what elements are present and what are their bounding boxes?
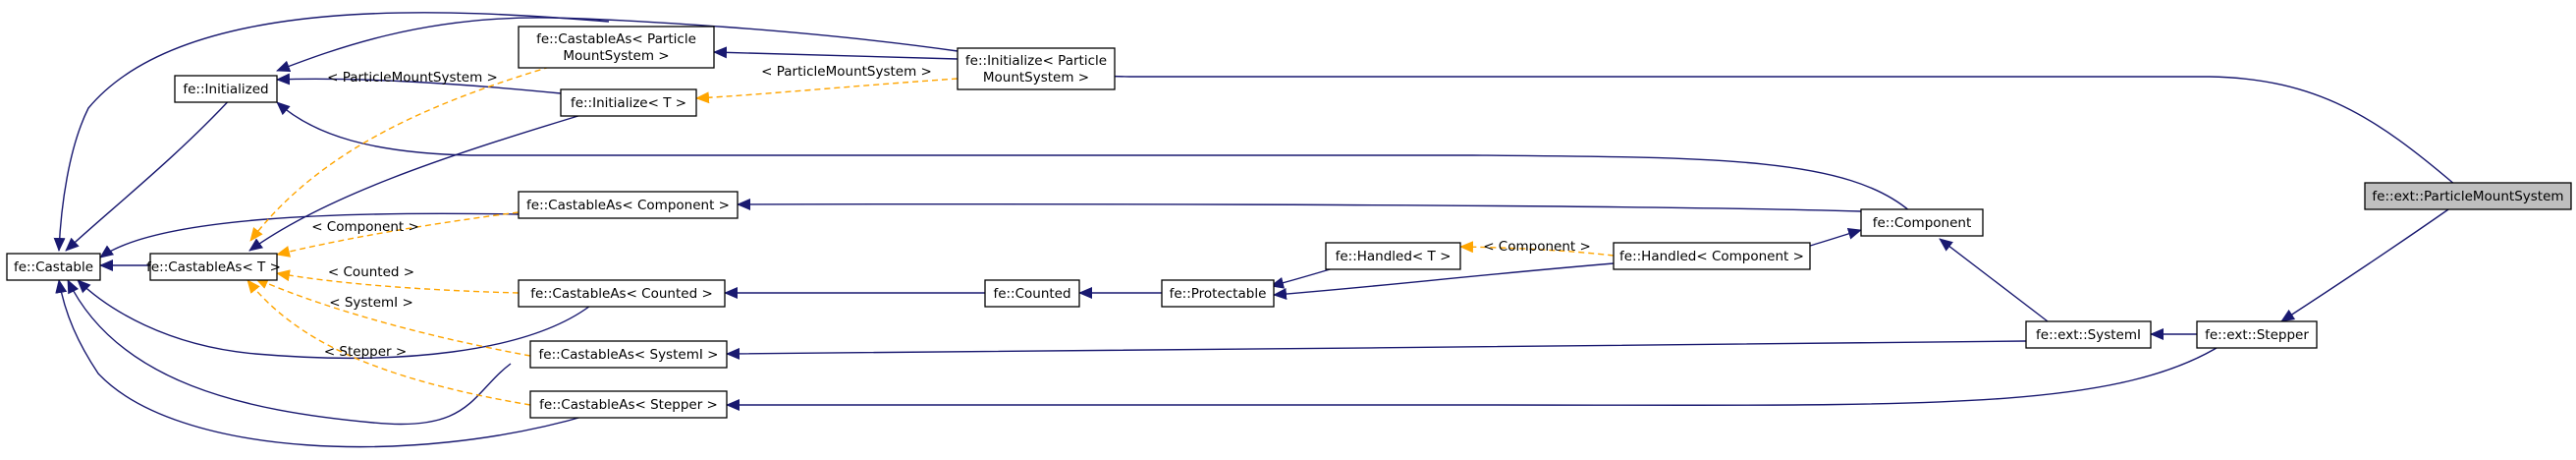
template-edges [247,66,1615,406]
edge-component-initialized [276,101,1911,212]
svg-text:fe::Component: fe::Component [1873,215,1972,231]
svg-text:fe::Counted: fe::Counted [993,286,1070,302]
node-initialized[interactable]: fe::Initialized [174,75,278,103]
edge-handled-component-component [1809,227,1862,247]
svg-text:fe::CastableAs< Counted >: fe::CastableAs< Counted > [530,286,713,302]
svg-text:fe::ext::SystemI: fe::ext::SystemI [2036,327,2141,343]
svg-text:fe::CastableAs< Particle: fe::CastableAs< Particle [536,31,696,47]
edge-initialize-t-initialized [276,73,562,94]
svg-text:fe::CastableAs< T >: fe::CastableAs< T > [146,259,281,275]
svg-text:fe::Protectable: fe::Protectable [1170,286,1267,302]
node-castable-counted[interactable]: fe::CastableAs< Counted > [518,279,726,308]
edge-initialize-t-castable-t [248,114,582,252]
edge-castable-component-castable [99,212,520,259]
svg-text:MountSystem >: MountSystem > [983,70,1089,86]
node-castable-stepper[interactable]: fe::CastableAs< Stepper > [529,390,728,419]
edge-stepper-castable-stepper [726,344,2222,411]
edge-castable-pms-castable [53,12,610,252]
node-handled-t[interactable]: fe::Handled< T > [1325,242,1461,270]
edge-component-castable-component [737,198,1862,212]
edge-handled-component-protectable [1273,262,1615,300]
edge-castable-stepper-castable [55,279,590,448]
edge-castable-systemi-castable [67,279,512,426]
edge-pms-stepper [2280,206,2452,322]
tedge-counted-castable-t [276,269,520,294]
edge-systemi-component [1939,238,2049,322]
svg-text:fe::Handled< Component >: fe::Handled< Component > [1619,249,1804,264]
svg-text:fe::CastableAs< SystemI >: fe::CastableAs< SystemI > [539,347,719,363]
node-handled-component[interactable]: fe::Handled< Component > [1613,242,1811,270]
node-castable-component[interactable]: fe::CastableAs< Component > [518,191,739,219]
node-initialize-pms[interactable]: fe::Initialize< Particle MountSystem > [957,47,1116,90]
tedge-systemi-castable-t [254,277,531,357]
svg-text:fe::ext::Stepper: fe::ext::Stepper [2205,327,2309,343]
edge-label-handled-component: < Component > [1483,239,1591,255]
svg-text:fe::Castable: fe::Castable [14,259,93,275]
inheritance-edges [53,12,2456,448]
node-castable-systemi[interactable]: fe::CastableAs< SystemI > [529,340,728,369]
svg-text:fe::CastableAs< Stepper >: fe::CastableAs< Stepper > [539,397,718,413]
edge-systemi-castable-systemi [726,340,2027,360]
svg-text:fe::Initialize< Particle: fe::Initialize< Particle [965,53,1107,69]
edge-label-stepper: < Stepper > [324,344,407,360]
edge-pms-initialize-pms [1033,66,2456,186]
svg-text:fe::CastableAs< Component >: fe::CastableAs< Component > [526,198,730,213]
edge-label-pms-initialize: < ParticleMountSystem > [761,64,932,80]
edge-label-counted: < Counted > [328,264,414,280]
node-systemi[interactable]: fe::ext::SystemI [2025,320,2152,349]
tedge-component-castable-t [276,211,520,258]
node-castable-t[interactable]: fe::CastableAs< T > [146,253,281,281]
node-counted[interactable]: fe::Counted [984,279,1080,308]
node-protectable[interactable]: fe::Protectable [1161,279,1275,308]
tedge-pms-initialize-t [695,78,959,104]
svg-text:MountSystem >: MountSystem > [563,48,669,64]
svg-text:fe::Initialize< T >: fe::Initialize< T > [571,95,686,111]
tedge-pms-castable-t [249,66,551,242]
node-castable-pms[interactable]: fe::CastableAs< Particle MountSystem > [518,26,715,69]
node-castable[interactable]: fe::Castable [6,253,101,281]
node-particle-mount-system[interactable]: fe::ext::ParticleMountSystem [2364,182,2572,210]
edge-label-systemi: < SystemI > [329,295,413,311]
edge-label-pms-castable: < ParticleMountSystem > [327,70,498,86]
tedge-component-handled-t [1459,241,1615,257]
svg-text:fe::Initialized: fe::Initialized [183,82,268,97]
edge-initialized-castable [65,94,235,252]
edge-labels: < ParticleMountSystem > < ParticleMountS… [311,64,1591,360]
edge-label-component: < Component > [311,219,419,235]
svg-text:fe::ext::ParticleMountSystem: fe::ext::ParticleMountSystem [2372,189,2563,204]
node-stepper[interactable]: fe::ext::Stepper [2196,320,2318,349]
node-component[interactable]: fe::Component [1860,208,1984,237]
svg-text:fe::Handled< T >: fe::Handled< T > [1336,249,1452,264]
edge-initialize-pms-castable-pms [713,46,959,60]
edge-initialize-pms-initialized [276,17,959,72]
tedge-stepper-castable-t [247,279,531,406]
edge-castable-counted-castable [77,279,595,359]
node-initialize-t[interactable]: fe::Initialize< T > [560,88,697,117]
